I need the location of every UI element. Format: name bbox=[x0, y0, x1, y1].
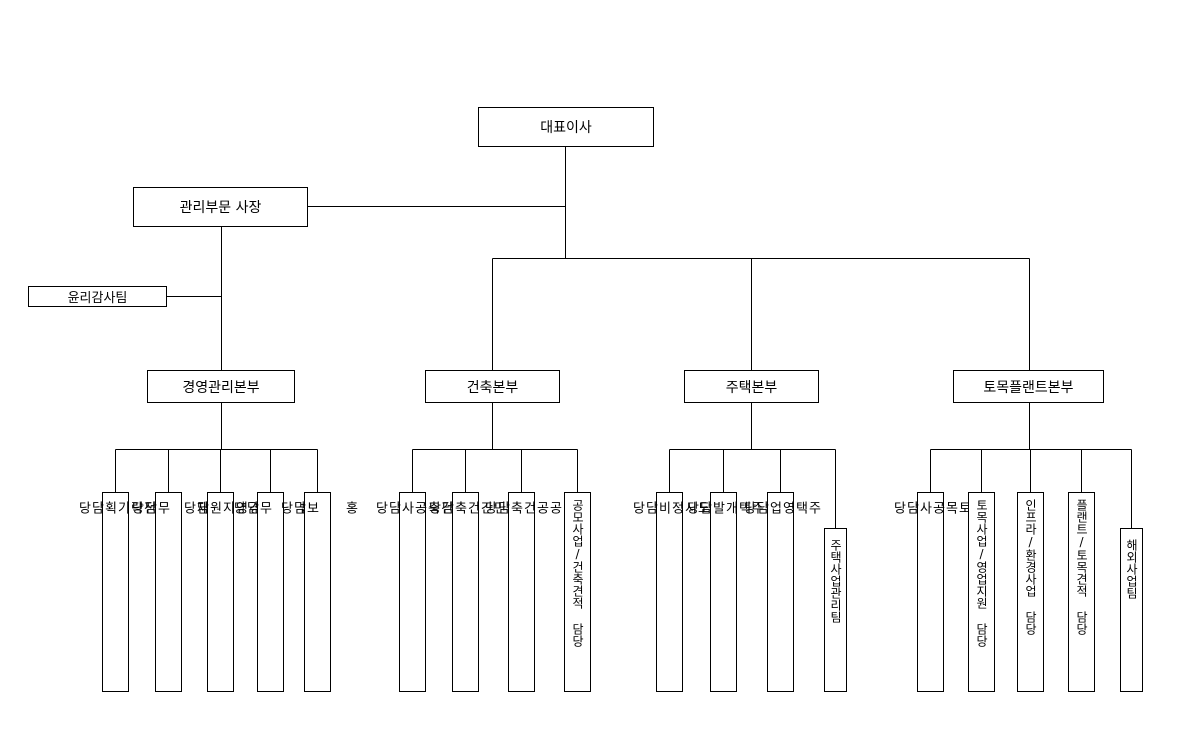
division-housing: 주택본부 bbox=[684, 370, 819, 403]
division-architecture: 건축본부 bbox=[425, 370, 560, 403]
unit-pr: 홍 보 담 당 bbox=[278, 492, 358, 692]
unit-plant-estimation: 플랜트/토목견적 담당 bbox=[1068, 492, 1095, 692]
unit-infra-environment: 인프라/환경사업 담당 bbox=[1017, 492, 1044, 692]
unit-label: 홍 보 담 당 bbox=[277, 501, 358, 514]
unit-overseas-business: 해외사업팀 bbox=[1120, 528, 1143, 692]
unit-public-building: 공 공 건 축 담 당 bbox=[482, 492, 562, 692]
unit-label: 주 택 개 발 담 당 bbox=[683, 501, 764, 514]
unit-finance: 재 무 담 당 bbox=[129, 492, 209, 692]
unit-label: 건 축 공 사 담 당 bbox=[372, 501, 453, 514]
unit-label: 토 목 공 사 담 당 bbox=[890, 501, 971, 514]
unit-civil-construction: 토 목 공 사 담 당 bbox=[891, 492, 971, 692]
ceo-box: 대표이사 bbox=[478, 107, 654, 147]
unit-label: 인프라/환경사업 담당 bbox=[1023, 499, 1038, 635]
unit-label: 주 택 영 업 담 당 bbox=[740, 501, 821, 514]
unit-label: 플랜트/토목견적 담당 bbox=[1074, 499, 1089, 635]
unit-housing-development: 주 택 개 발 담 당 bbox=[684, 492, 764, 692]
unit-legal: 법 무 담 당 bbox=[231, 492, 311, 692]
unit-label: 전 략 기 획 담 당 bbox=[75, 501, 156, 514]
unit-label: 재 무 담 당 bbox=[128, 501, 209, 514]
unit-label: 경 영 지 원 담 당 bbox=[180, 501, 261, 514]
unit-building-construction: 건 축 공 사 담 당 bbox=[373, 492, 453, 692]
unit-housing-sales: 주 택 영 업 담 당 bbox=[741, 492, 821, 692]
unit-label: 해외사업팀 bbox=[1124, 539, 1139, 599]
unit-label: 공모사업/건축견적 담당 bbox=[570, 499, 585, 647]
unit-urban-renewal: 도 시 정 비 담 당 bbox=[630, 492, 710, 692]
unit-strategy-planning: 전 략 기 획 담 당 bbox=[76, 492, 156, 692]
division-civil-plant: 토목플랜트본부 bbox=[953, 370, 1104, 403]
unit-label: 주택사업관리팀 bbox=[828, 539, 843, 623]
unit-label: 공 공 건 축 담 당 bbox=[481, 501, 562, 514]
unit-housing-project-mgmt: 주택사업관리팀 bbox=[824, 528, 847, 692]
unit-private-building: 민 간 건 축 담 당 bbox=[426, 492, 506, 692]
ethics-team-box: 윤리감사팀 bbox=[28, 286, 167, 307]
unit-civil-business-support: 토목사업/영업지원 담당 bbox=[968, 492, 995, 692]
unit-label: 법 무 담 당 bbox=[230, 501, 311, 514]
unit-management-support: 경 영 지 원 담 당 bbox=[181, 492, 261, 692]
unit-label: 토목사업/영업지원 담당 bbox=[974, 499, 989, 647]
unit-label: 민 간 건 축 담 당 bbox=[425, 501, 506, 514]
division-management: 경영관리본부 bbox=[147, 370, 295, 403]
unit-bid-estimation: 공모사업/건축견적 담당 bbox=[564, 492, 591, 692]
unit-label: 도 시 정 비 담 당 bbox=[629, 501, 710, 514]
admin-head-box: 관리부문 사장 bbox=[133, 187, 308, 227]
